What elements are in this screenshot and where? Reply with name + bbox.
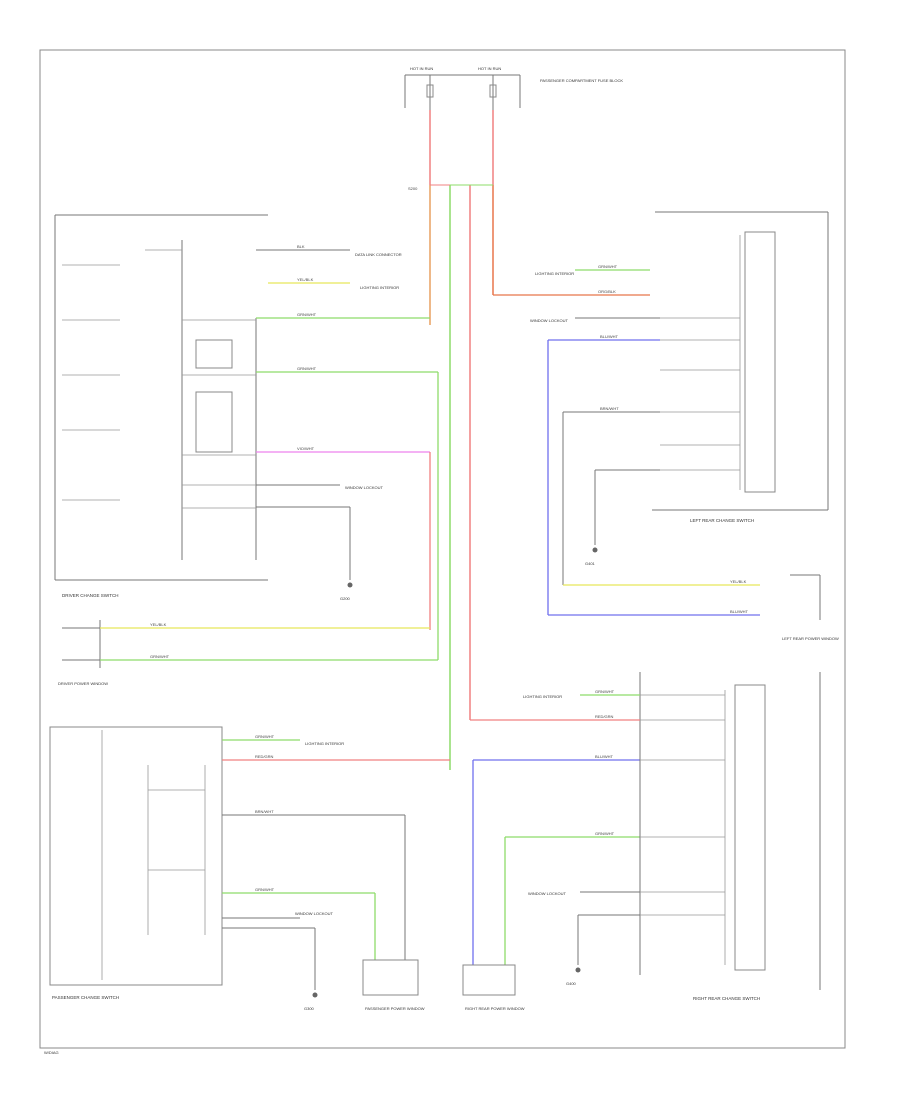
wire-label-green-5: GRN/WHT — [255, 887, 275, 892]
lockout-label-3: WINDOW LOCKOUT — [530, 318, 569, 323]
wire-label-violet: VIO/WHT — [297, 446, 315, 451]
wire-label-black: BLK — [297, 244, 305, 249]
feed-wires: S200 — [408, 110, 494, 770]
data-bus-label: DATA LINK CONNECTOR — [355, 252, 402, 257]
lamp-bus-label-3: LIGHTING INTERIOR — [535, 271, 574, 276]
wire-label-green-2: GRN/WHT — [297, 366, 317, 371]
wire-label-orange: ORG/BLK — [598, 289, 616, 294]
right-rear-switch-label: RIGHT REAR CHANGE SWITCH — [693, 996, 760, 1001]
fuse-left-label: HOT IN RUN — [410, 66, 433, 71]
wire-label-green-8: GRN/WHT — [595, 689, 615, 694]
ground-symbol-right — [575, 967, 581, 973]
right-rear-power-window: RIGHT REAR POWER WINDOW BLU/WHT GRN/WHT — [462, 754, 640, 1011]
ground-left-label: G300 — [304, 1006, 315, 1011]
fuse-block: HOT IN RUN HOT IN RUN PASSENGER COMPARTM… — [404, 66, 623, 110]
lockout-label-2: WINDOW LOCKOUT — [295, 911, 334, 916]
passenger-change-switch: PASSENGER CHANGE SWITCH — [49, 726, 223, 1000]
diagram-frame — [39, 49, 846, 1049]
wire-label-red: RED/GRN — [255, 754, 274, 759]
ground-symbol-center — [347, 582, 353, 588]
wire-label-brown: BRN/WHT — [255, 809, 274, 814]
wire-label-blue: BLU/WHT — [600, 334, 619, 339]
passenger-switch-label: PASSENGER CHANGE SWITCH — [52, 995, 119, 1000]
lockout-label-4: WINDOW LOCKOUT — [528, 891, 567, 896]
driver-sensor-label: DRIVER POWER WINDOW — [58, 681, 108, 686]
wire-label-brown-2: BRN/WHT — [600, 406, 619, 411]
wire-label-green-6: GRN/WHT — [595, 831, 615, 836]
lockout-label: WINDOW LOCKOUT — [345, 485, 384, 490]
wire-label-yellow-3: YEL/BLK — [730, 579, 747, 584]
wire-label-blue-3: BLU/WHT — [730, 609, 749, 614]
passenger-motor-label: PASSENGER POWER WINDOW — [365, 1006, 425, 1011]
right-rear-motor-label: RIGHT REAR POWER WINDOW — [465, 1006, 525, 1011]
wire-label-green-3: GRN/WHT — [150, 654, 170, 659]
ground-right-label: G400 — [566, 981, 577, 986]
left-rear-sensor-label: LEFT REAR POWER WINDOW — [782, 636, 839, 641]
ground-lr-label: G401 — [585, 561, 596, 566]
wire-label-green-7: GRN/WHT — [598, 264, 618, 269]
left-rear-wires: GRN/WHT ORG/BLK BLU/WHT BRN/WHT YEL/BLK … — [493, 264, 839, 641]
ground-symbol-lr — [592, 547, 598, 553]
left-rear-change-switch: LEFT REAR CHANGE SWITCH — [652, 211, 829, 523]
driver-change-switch: DRIVER CHANGE SWITCH — [54, 214, 268, 598]
wire-label-yellow-2: YEL/BLK — [150, 622, 167, 627]
page-reference: W/DIAG — [44, 1050, 59, 1055]
passenger-switch-wires: GRN/WHT RED/GRN BRN/WHT GRN/WHT LIGHTING… — [222, 734, 450, 1011]
fuse-block-label: PASSENGER COMPARTMENT FUSE BLOCK — [540, 78, 623, 83]
fuse-right — [489, 84, 497, 98]
wire-label-red-2: RED/GRN — [595, 714, 614, 719]
splice-label: S200 — [408, 186, 418, 191]
lamp-bus-label-4: LIGHTING INTERIOR — [523, 694, 562, 699]
wire-label-yellow: YEL/BLK — [297, 277, 314, 282]
passenger-power-window: PASSENGER POWER WINDOW — [362, 959, 425, 1011]
fuse-left — [426, 84, 434, 98]
wire-label-green-4: GRN/WHT — [255, 734, 275, 739]
left-rear-switch-label: LEFT REAR CHANGE SWITCH — [690, 518, 754, 523]
right-rear-change-switch: RIGHT REAR CHANGE SWITCH — [639, 672, 821, 1001]
wire-label-blue-2: BLU/WHT — [595, 754, 614, 759]
lamp-bus-label: LIGHTING INTERIOR — [360, 285, 399, 290]
fuse-right-label: HOT IN RUN — [478, 66, 501, 71]
right-rear-wires: GRN/WHT RED/GRN LIGHTING INTERIOR WINDOW… — [470, 689, 640, 986]
wire-label-green: GRN/WHT — [297, 312, 317, 317]
driver-switch-wires: BLK YEL/BLK GRN/WHT GRN/WHT VIO/WHT DATA… — [256, 244, 439, 660]
lamp-bus-label-2: LIGHTING INTERIOR — [305, 741, 344, 746]
ground-symbol-left — [312, 992, 318, 998]
ground-center-label: G200 — [340, 596, 351, 601]
driver-switch-label: DRIVER CHANGE SWITCH — [62, 593, 119, 598]
driver-power-window: YEL/BLK GRN/WHT DRIVER POWER WINDOW — [58, 620, 438, 686]
